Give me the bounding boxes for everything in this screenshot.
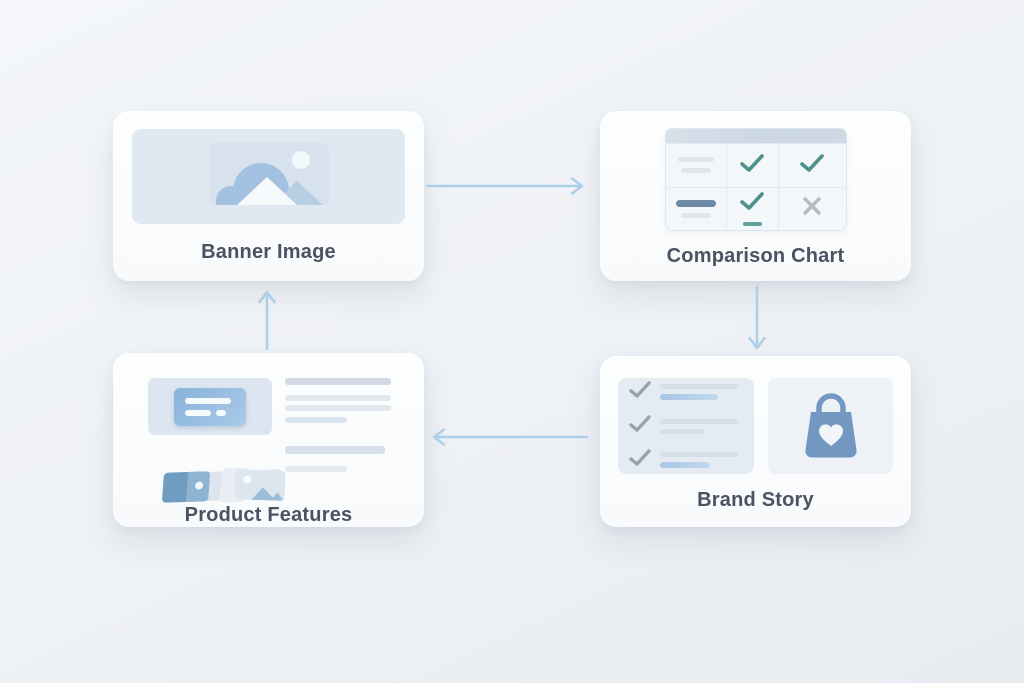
- text-line: [680, 168, 711, 174]
- text-line: [660, 384, 738, 389]
- table-grid: [665, 143, 846, 230]
- text-line: [285, 395, 391, 401]
- node-banner-image: Banner Image: [113, 111, 424, 281]
- feature-blue-card: [174, 387, 246, 426]
- text-line: [185, 397, 231, 404]
- thumbnail-image: [234, 469, 286, 501]
- teal-underline: [742, 222, 762, 227]
- text-line: [285, 378, 391, 385]
- table-cell-check-underlined: [725, 186, 778, 230]
- check-icon: [628, 448, 652, 473]
- thumbnail-blue: [161, 471, 211, 503]
- arrow-right-banner-to-comparison: [425, 177, 584, 195]
- checklist-row: [628, 380, 744, 405]
- text-line: [285, 405, 391, 411]
- table-cell-check: [725, 143, 778, 187]
- text-line: [185, 409, 211, 416]
- shopping-bag-heart-icon: [796, 386, 866, 467]
- arrow-down-comparison-to-brand: [748, 285, 766, 350]
- arrow-up-product-to-banner: [258, 290, 276, 351]
- check-icon: [799, 153, 825, 178]
- cross-icon: [801, 195, 823, 222]
- table-cell-check: [777, 143, 846, 187]
- node-comparison-chart: Comparison Chart: [600, 111, 911, 281]
- text-line: [216, 409, 226, 416]
- banner-preview-panel: [132, 129, 405, 224]
- checklist-row: [628, 414, 744, 439]
- text-lines-icon: [285, 378, 391, 472]
- text-line-blue: [660, 394, 718, 400]
- table-header-bar: [665, 129, 846, 143]
- image-placeholder-icon: [208, 143, 329, 219]
- node-label: Comparison Chart: [666, 244, 845, 267]
- feature-card-icon: [148, 378, 272, 435]
- text-line: [660, 418, 738, 424]
- table-cell-row1-label: [665, 143, 726, 187]
- check-icon: [739, 153, 765, 178]
- text-line: [285, 466, 347, 472]
- node-product-features: Product Features: [113, 353, 424, 527]
- table-cell-row2-label: [665, 186, 726, 230]
- checklist-icon: [618, 378, 754, 474]
- product-thumbnails-icon: [161, 468, 286, 503]
- table-cell-cross: [777, 186, 846, 230]
- text-line: [677, 157, 714, 163]
- text-line: [680, 212, 711, 218]
- bag-panel: [768, 378, 893, 474]
- text-line-blue: [660, 462, 710, 468]
- text-line: [660, 428, 704, 434]
- text-line-blue: [285, 417, 347, 423]
- check-icon: [628, 414, 652, 439]
- node-label: Banner Image: [201, 241, 336, 263]
- node-brand-story: Brand Story: [600, 356, 911, 527]
- text-line: [660, 452, 738, 457]
- checklist-row: [628, 448, 744, 473]
- text-line: [285, 446, 385, 454]
- comparison-table-icon: [664, 128, 847, 231]
- text-line-highlight: [675, 199, 716, 207]
- check-icon: [739, 191, 765, 216]
- arrow-left-brand-to-product: [432, 428, 589, 446]
- node-label: Product Features: [184, 504, 353, 526]
- node-label: Brand Story: [697, 489, 814, 511]
- check-icon: [628, 380, 652, 405]
